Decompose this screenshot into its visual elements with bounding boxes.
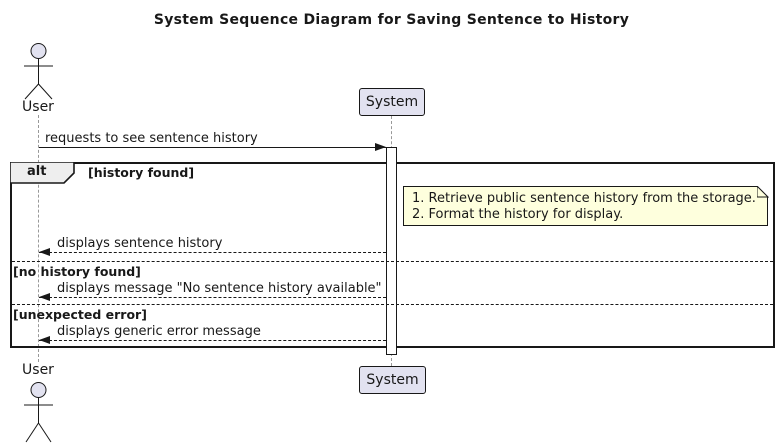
user-actor-icon: [24, 43, 53, 100]
message-displays-history-line: [39, 252, 386, 253]
message-displays-history-label: displays sentence history: [57, 236, 223, 251]
guard-unexpected-error: [unexpected error]: [13, 307, 147, 322]
system-participant-label-bottom: System: [366, 372, 419, 388]
guard-no-history-found: [no history found]: [13, 264, 141, 279]
message-request-label: requests to see sentence history: [45, 131, 258, 146]
system-participant-label-top: System: [365, 94, 419, 110]
user-actor-icon-bottom: [24, 382, 53, 443]
system-activation-bar: [386, 147, 397, 355]
user-lifeline: [38, 115, 39, 362]
message-no-history-label: displays message "No sentence history av…: [57, 281, 382, 296]
user-actor-label-top: User: [22, 99, 54, 115]
system-participant-bottom: System: [359, 366, 426, 394]
guard-history-found: [history found]: [88, 165, 195, 180]
pentagon-shape-icon: [10, 162, 75, 184]
message-request-line: [39, 147, 386, 148]
message-generic-error-line: [39, 340, 386, 341]
message-displays-history-arrowhead-icon: [39, 248, 50, 256]
alt-divider-2: [12, 304, 773, 305]
diagram-title: System Sequence Diagram for Saving Sente…: [153, 12, 630, 28]
system-participant-top: System: [359, 88, 425, 116]
alt-operator-pentagon: alt: [10, 162, 76, 184]
note-box: 1. Retrieve public sentence history from…: [403, 186, 768, 226]
message-generic-error-arrowhead-icon: [39, 336, 50, 344]
user-actor-label-bottom: User: [22, 362, 54, 378]
note-fold-icon: [757, 186, 769, 198]
alt-divider-1: [12, 261, 773, 262]
note-line-1: 1. Retrieve public sentence history from…: [412, 191, 756, 206]
message-no-history-line: [39, 297, 386, 298]
alt-operator-label: alt: [27, 164, 47, 179]
message-request-arrowhead-icon: [375, 143, 386, 151]
message-no-history-arrowhead-icon: [39, 293, 50, 301]
message-generic-error-label: displays generic error message: [57, 324, 261, 339]
note-line-2: 2. Format the history for display.: [412, 207, 624, 222]
